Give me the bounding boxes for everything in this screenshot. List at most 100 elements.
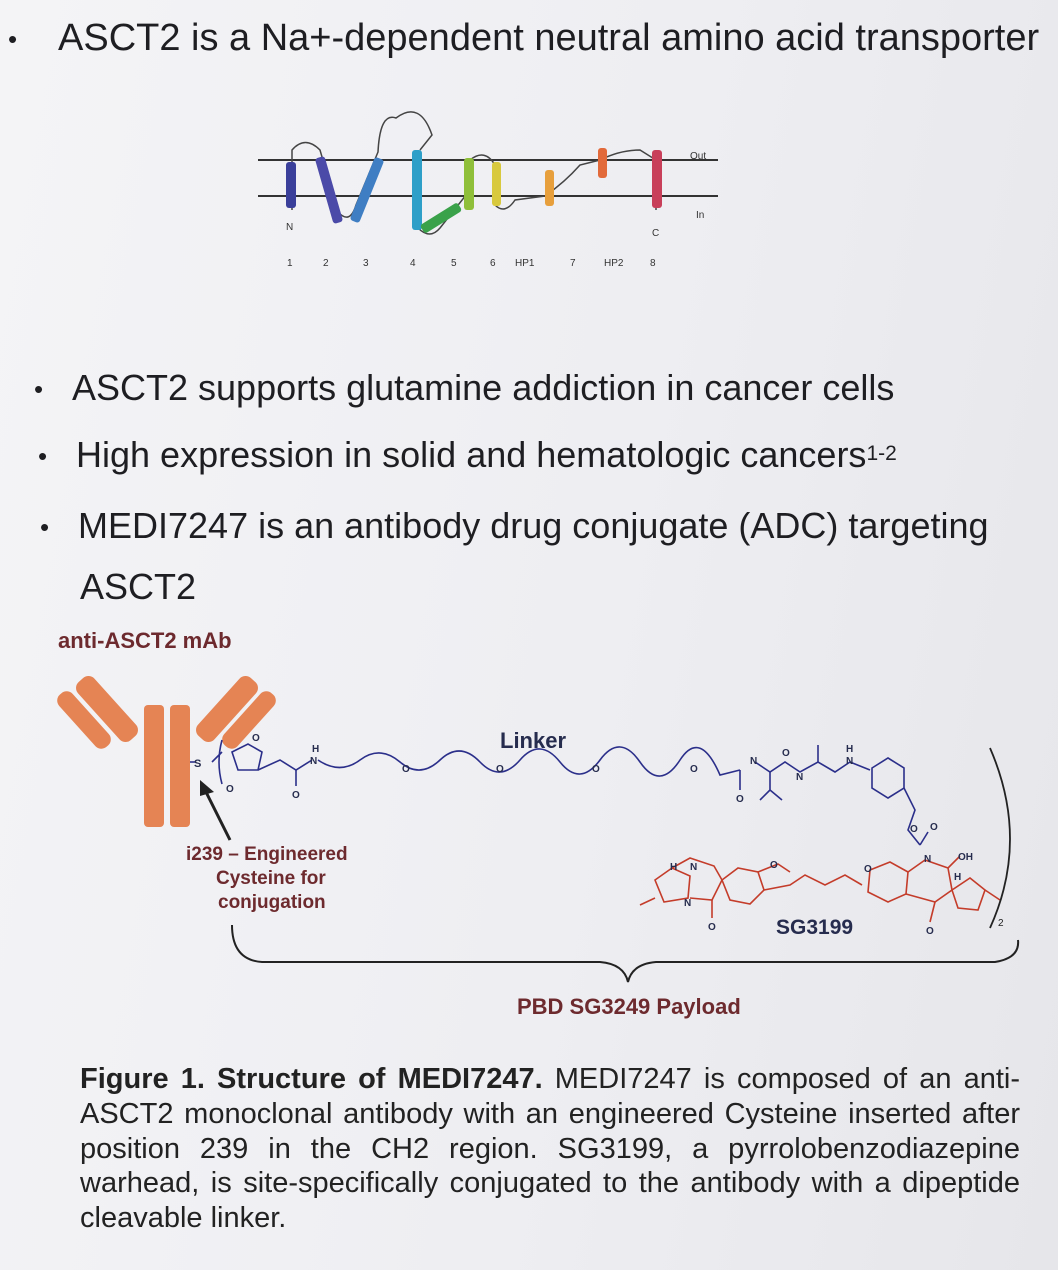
atom-n: N [684, 898, 691, 909]
reference-superscript: 1-2 [866, 442, 897, 465]
atom-n: N [310, 756, 317, 767]
segment-label: 8 [650, 258, 656, 269]
atom-o: O [592, 764, 600, 775]
helix-6 [464, 158, 474, 210]
antibody-fab-arm [196, 675, 258, 743]
atom-n: N [924, 854, 931, 865]
bond [211, 751, 223, 763]
atom-h: H [312, 744, 319, 755]
methyl-bond [639, 897, 656, 906]
warhead-structure [639, 855, 1001, 923]
segment-label: 2 [323, 258, 329, 269]
cysteine-label-line: i239 – Engineered [186, 844, 348, 865]
atom-o: O [402, 764, 410, 775]
atom-o: O [226, 784, 234, 795]
atom-o: O [496, 764, 504, 775]
segment-label: HP1 [515, 258, 535, 269]
cysteine-label-line: conjugation [218, 892, 326, 913]
segment-label: 7 [570, 258, 576, 269]
antibody-heavy-chain [144, 705, 164, 827]
figure-caption: Figure 1. Structure of MEDI7247. MEDI724… [80, 1062, 1020, 1236]
antibody-icon [57, 675, 276, 827]
carbamate-bond [903, 787, 929, 846]
dipeptide-backbone [739, 761, 871, 790]
atom-o: O [782, 748, 790, 759]
propyl-linker [757, 863, 863, 891]
valine-sidechain [759, 772, 783, 801]
bullet-high-expression: • High expression in solid and hematolog… [38, 433, 897, 476]
antibody-light-chain [57, 691, 111, 749]
bullet-text: ASCT2 supports glutamine addiction in ca… [72, 367, 895, 408]
bullet-text: ASCT2 is a Na+-dependent neutral amino a… [58, 17, 1040, 59]
diazepine-ring [905, 859, 953, 903]
segment-label: 5 [451, 258, 457, 269]
mab-label: anti-ASCT2 mAb [58, 628, 232, 653]
atom-o: O [708, 922, 716, 933]
succinimide-ring [231, 743, 263, 771]
atom-s: S [194, 758, 201, 770]
atom-o: O [910, 824, 918, 835]
peg-chain [317, 746, 741, 777]
aromatic-ring [867, 861, 909, 903]
bullet-dot: • [40, 512, 50, 542]
bullet-medi7247-adc: • MEDI7247 is an antibody drug conjugate… [40, 504, 989, 547]
helix-2 [315, 156, 343, 224]
methyl-bond [984, 889, 1001, 901]
segment-labels: 1 2 3 4 5 6 HP1 7 HP2 8 [287, 258, 656, 269]
bullet-asct2-transporter: • ASCT2 is a Na+-dependent neutral amino… [8, 16, 1040, 62]
atom-o: O [292, 790, 300, 801]
warhead-label: SG3199 [776, 916, 853, 939]
in-label: In [696, 210, 704, 221]
helix-4 [412, 150, 422, 230]
segment-label: 3 [363, 258, 369, 269]
adc-structure-diagram: anti-ASCT2 mAb i239 – Engineered Cystein… [57, 628, 1020, 1019]
bullet-dot: • [34, 374, 44, 404]
atom-n: N [690, 862, 697, 873]
helix-hp2 [598, 148, 607, 178]
atom-n: N [796, 772, 803, 783]
helix-5 [420, 203, 462, 233]
membrane-topology-diagram: Out In N C 1 2 3 4 5 6 HP1 7 HP2 8 [258, 111, 718, 269]
segment-label: 4 [410, 258, 416, 269]
repeat-multiplier: 2 [998, 918, 1004, 929]
hydroxyl-bond [947, 855, 961, 869]
payload-label: PBD SG3249 Payload [517, 994, 741, 1019]
bullet-text-continued: ASCT2 [80, 566, 197, 607]
arrow-head-icon [200, 780, 214, 796]
caption-title: Figure 1. Structure of MEDI7247. [80, 1063, 543, 1095]
helix-8 [652, 150, 662, 208]
linker-structure [190, 739, 929, 846]
atom-h: H [954, 872, 961, 883]
helix-7 [545, 170, 554, 206]
payload-brace [231, 924, 1020, 983]
bullet-text: MEDI7247 is an antibody drug conjugate (… [78, 505, 989, 546]
segment-label: HP2 [604, 258, 624, 269]
n-terminus-label: N [286, 222, 293, 233]
atom-n: N [846, 756, 853, 767]
benzene-ring [871, 757, 905, 799]
atom-o: O [690, 764, 698, 775]
bond [257, 759, 313, 771]
atom-o: O [864, 864, 872, 875]
atom-o: O [736, 794, 744, 805]
caption-text: MEDI7247 is composed of an anti-ASCT2 mo… [80, 1063, 1020, 1235]
out-label: Out [690, 151, 706, 162]
cysteine-label-line: Cysteine for [216, 868, 326, 889]
antibody-heavy-chain [170, 705, 190, 827]
helix-3 [350, 157, 384, 223]
topology-loop [417, 149, 657, 235]
c-terminus-label: C [652, 228, 659, 239]
repeat-bracket [989, 747, 1011, 929]
atom-oh: OH [958, 852, 973, 863]
atom-o: O [770, 860, 778, 871]
bullet-text: High expression in solid and hematologic… [76, 434, 867, 475]
pyrrolidine-ring [654, 867, 691, 903]
linker-label: Linker [500, 728, 566, 753]
helix-hp1 [492, 162, 501, 206]
bullet-dot: • [38, 441, 48, 471]
segment-label: 1 [287, 258, 293, 269]
bracket [218, 739, 223, 785]
atom-h: H [846, 744, 853, 755]
segment-label: 6 [490, 258, 496, 269]
